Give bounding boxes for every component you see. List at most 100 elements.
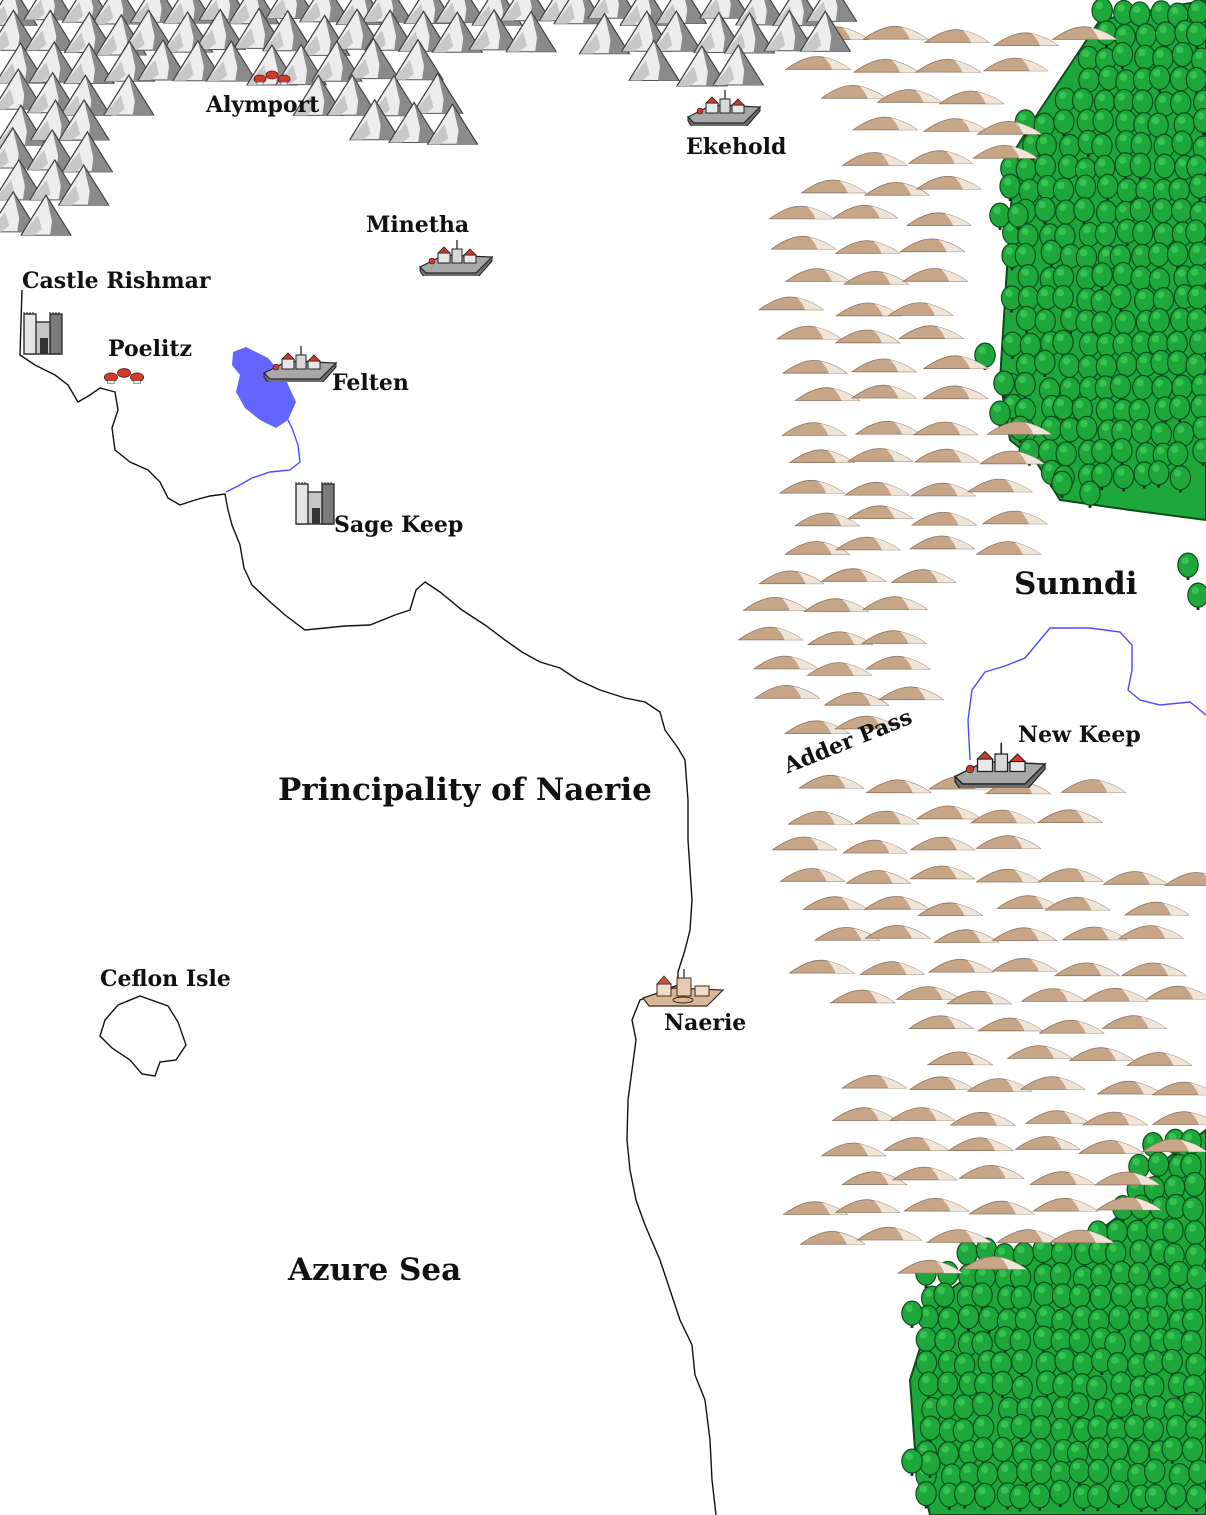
hill-icon — [903, 1197, 969, 1212]
poelitz-village-icon[interactable] — [103, 368, 145, 384]
hill-icon — [1039, 1019, 1105, 1034]
hill-icon — [847, 505, 913, 520]
hill-icon — [852, 116, 918, 131]
hill-icon — [835, 1199, 901, 1213]
hill-icon — [779, 479, 845, 494]
hill-icon — [1044, 896, 1110, 911]
tree-icon — [1187, 582, 1206, 611]
naerie-tan-city-icon[interactable] — [642, 968, 724, 1007]
hill-icon — [798, 774, 864, 789]
label-sunndi: Sunndi — [1014, 566, 1138, 602]
hill-icon — [821, 84, 886, 99]
river-felten — [225, 419, 301, 493]
hill-icon — [865, 924, 931, 939]
hill-icon — [830, 989, 896, 1004]
hill-icon — [911, 511, 977, 526]
label-new-keep: New Keep — [1018, 722, 1141, 748]
hill-icon — [832, 1107, 898, 1121]
hill-icon — [876, 89, 942, 103]
hill-icon — [959, 1164, 1024, 1179]
hill-icon — [946, 990, 1012, 1005]
hill-icon — [902, 268, 968, 282]
label-poelitz: Poelitz — [108, 336, 192, 362]
hill-icon — [803, 598, 869, 612]
hill-icon — [916, 805, 982, 820]
hill-icon — [888, 302, 954, 316]
hill-icon — [996, 1229, 1062, 1243]
hill-icon — [781, 422, 847, 436]
hill-icon — [1082, 1111, 1148, 1126]
hill-icon — [1103, 871, 1169, 885]
hill-icon — [859, 961, 925, 975]
hill-icon — [948, 1137, 1014, 1152]
hill-icon — [758, 570, 824, 585]
hill-icon — [898, 325, 964, 340]
settlements — [23, 70, 1046, 1007]
hill-icon — [895, 986, 961, 1000]
hill-icon — [907, 150, 973, 164]
hill-icon — [1054, 962, 1120, 977]
hill-icon — [776, 325, 842, 340]
hill-icon — [1124, 901, 1190, 916]
hill-icon — [923, 118, 989, 132]
hill-icon — [909, 1076, 975, 1091]
hill-icon — [982, 510, 1048, 525]
hill-icon — [782, 359, 848, 374]
hill-icon — [842, 839, 908, 854]
ekehold-city-icon[interactable] — [687, 89, 761, 127]
hill-icon — [1038, 868, 1104, 882]
hill-icon — [1164, 872, 1206, 886]
hill-icon — [863, 25, 929, 40]
felten-city-icon[interactable] — [263, 345, 337, 383]
hill-icon — [926, 1229, 992, 1243]
label-azure-sea: Azure Sea — [288, 1252, 462, 1288]
hill-icon — [1060, 779, 1126, 793]
hill-icon — [843, 270, 909, 285]
hill-icon — [802, 896, 868, 910]
label-minetha: Minetha — [366, 212, 470, 238]
hill-icon — [861, 630, 927, 644]
hill-icon — [916, 175, 982, 190]
hill-icon — [992, 927, 1057, 942]
hill-icon — [1152, 1111, 1206, 1125]
label-felten: Felten — [332, 370, 409, 396]
hill-icon — [878, 686, 944, 701]
label-castle-rishmar: Castle Rishmar — [22, 268, 211, 294]
hill-icon — [915, 58, 981, 73]
hill-icon — [1007, 1045, 1073, 1059]
hill-icon — [1029, 1171, 1095, 1185]
castle-rishmar-castle-icon[interactable] — [23, 311, 63, 355]
minetha-city-icon[interactable] — [419, 239, 493, 277]
hill-icon — [1097, 1080, 1163, 1095]
hill-icon — [1121, 962, 1187, 977]
hill-icon — [967, 478, 1033, 493]
label-ceflon-isle: Ceflon Isle — [100, 966, 231, 992]
hill-icon — [976, 541, 1041, 555]
hill-icon — [983, 57, 1049, 72]
hill-icon — [835, 240, 901, 254]
hill-icon — [856, 1226, 922, 1241]
hill-icon — [789, 449, 855, 464]
hill-icon — [939, 90, 1005, 105]
hill-icon — [1101, 1015, 1167, 1029]
hill-icon — [917, 902, 983, 917]
new-keep-city-icon[interactable] — [954, 741, 1046, 789]
hill-icon — [910, 482, 976, 497]
label-ekehold: Ekehold — [686, 134, 787, 160]
hill-icon — [847, 448, 913, 462]
hill-icon — [833, 204, 898, 219]
hill-icon — [1146, 985, 1206, 1000]
river-sunndi — [967, 627, 1206, 761]
hill-icon — [753, 655, 819, 670]
hill-icon — [866, 779, 932, 794]
hill-icon — [851, 358, 917, 373]
hill-icon — [906, 212, 972, 227]
hill-icon — [914, 448, 980, 463]
hill-icon — [844, 481, 910, 496]
label-principality-of-naerie: Principality of Naerie — [278, 772, 652, 808]
label-alymport: Alymport — [206, 92, 320, 118]
sage-keep-castle-icon[interactable] — [295, 481, 335, 525]
hill-icon — [922, 385, 988, 400]
hill-icon — [853, 58, 919, 73]
